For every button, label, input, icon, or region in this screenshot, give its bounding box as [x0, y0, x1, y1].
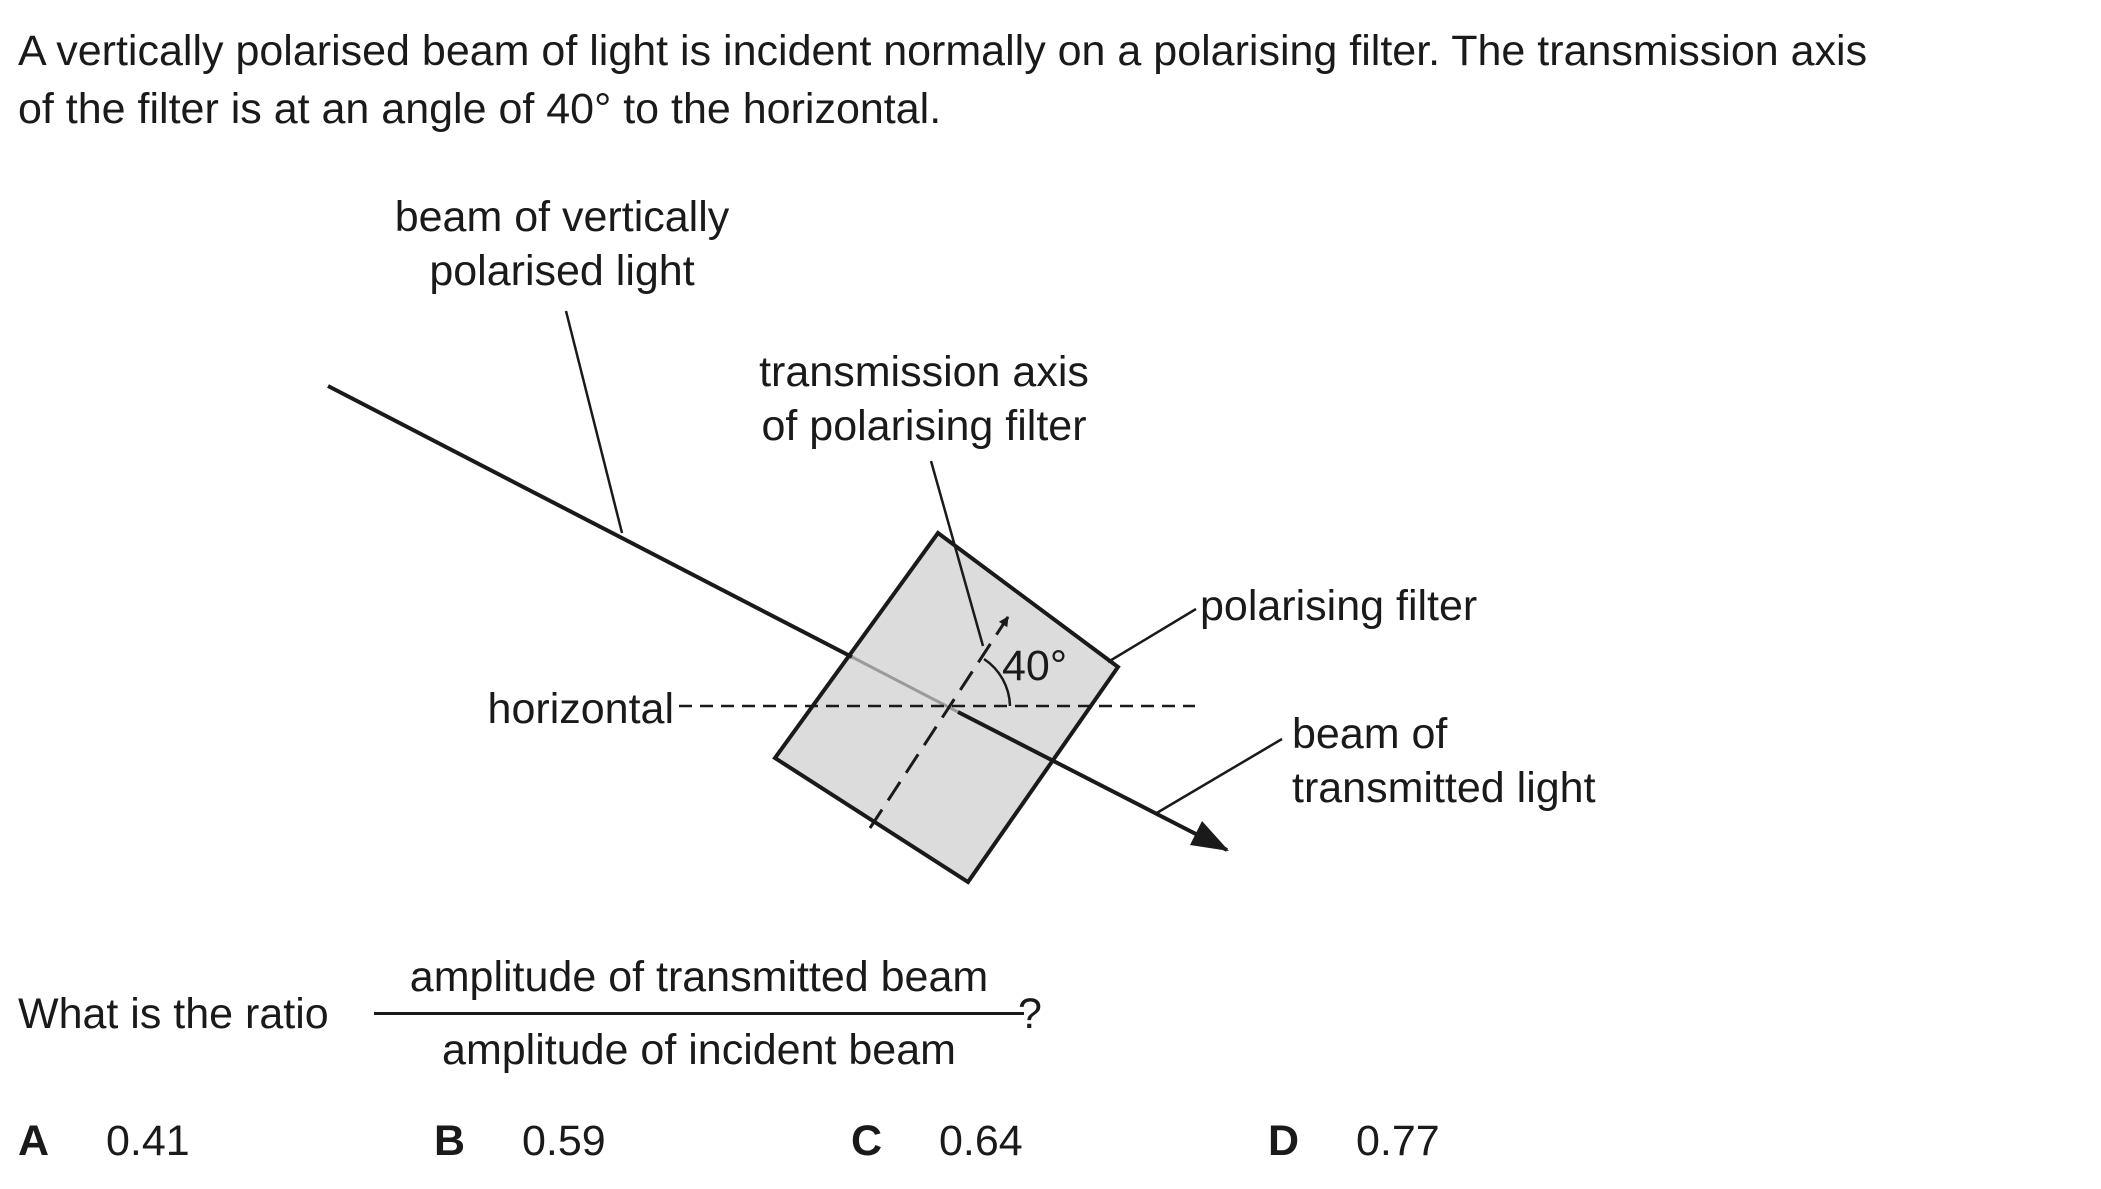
incident-beam-leader: [564, 310, 624, 534]
option-c[interactable]: C 0.64: [851, 1117, 1023, 1166]
intro-line-1: A vertically polarised beam of light is …: [18, 27, 1868, 75]
answer-options: A 0.41 B 0.59 C 0.64 D 0.77: [18, 1117, 1518, 1177]
transmission-axis-line: [868, 616, 1010, 829]
option-b-value: 0.59: [522, 1117, 606, 1165]
fraction-bar: [374, 1012, 1024, 1015]
fraction-numerator: amplitude of transmitted beam: [409, 953, 989, 1001]
option-a-letter: A: [18, 1117, 50, 1165]
transmitted-beam: [957, 710, 1228, 852]
incident-beam: [327, 384, 853, 659]
fraction-denominator: amplitude of incident beam: [442, 1026, 956, 1074]
horizontal-label: horizontal: [488, 685, 674, 733]
transmitted-beam-label-line-2: transmitted light: [1292, 764, 1596, 812]
question-prefix: What is the ratio: [18, 990, 329, 1038]
option-d[interactable]: D 0.77: [1268, 1117, 1440, 1166]
option-c-value: 0.64: [939, 1117, 1023, 1165]
option-d-value: 0.77: [1356, 1117, 1440, 1165]
angle-arc: [983, 657, 1012, 707]
transmission-axis-label-line-1: transmission axis: [759, 348, 1089, 396]
transmitted-arrowhead: [1190, 821, 1229, 851]
option-d-letter: D: [1268, 1117, 1300, 1165]
option-c-letter: C: [851, 1117, 883, 1165]
intro-line-2: of the filter is at an angle of 40° to t…: [18, 85, 942, 133]
option-a[interactable]: A 0.41: [18, 1117, 190, 1166]
filter-label: polarising filter: [1200, 582, 1477, 630]
angle-label: 40°: [1002, 642, 1067, 690]
transmission-axis-leader: [929, 460, 985, 647]
option-b[interactable]: B 0.59: [434, 1117, 606, 1166]
ratio-fraction: amplitude of transmitted beam amplitude …: [374, 948, 1024, 1079]
transmitted-beam-leader: [1154, 737, 1283, 816]
transmitted-beam-label-line-1: beam of: [1292, 710, 1448, 758]
polarisation-diagram: 40° beam of vertically polarised light t…: [327, 193, 1596, 885]
incident-beam-label-line-2: polarised light: [429, 247, 694, 295]
transmission-axis-label-line-2: of polarising filter: [761, 402, 1086, 450]
beam-inside-filter: [851, 655, 959, 714]
option-a-value: 0.41: [106, 1117, 190, 1165]
option-b-letter: B: [434, 1117, 466, 1165]
question-intro: A vertically polarised beam of light is …: [18, 22, 2078, 138]
filter-leader: [1107, 607, 1197, 664]
question-mark: ?: [1018, 990, 1042, 1038]
incident-beam-label-line-1: beam of vertically: [395, 193, 730, 241]
